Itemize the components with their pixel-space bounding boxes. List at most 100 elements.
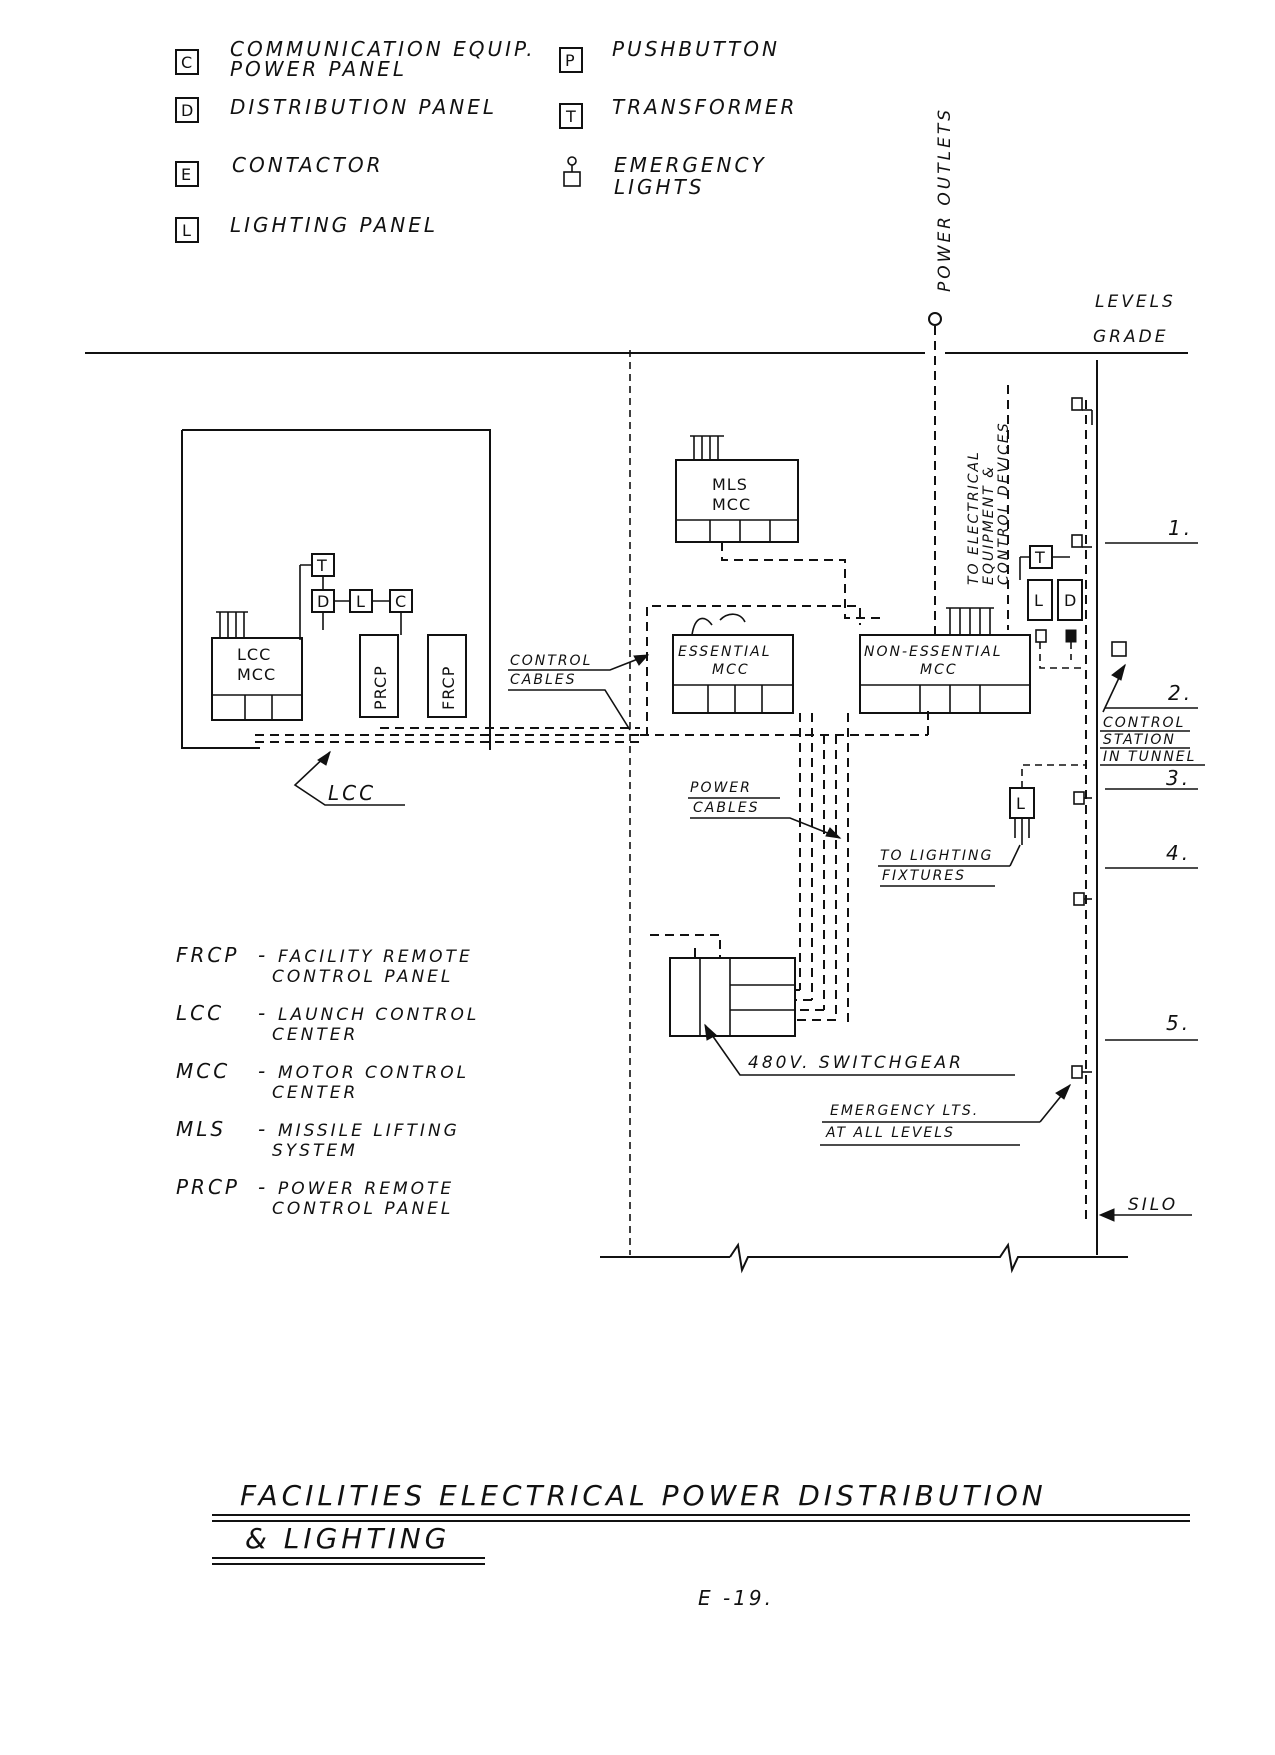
abbr-sep: -	[258, 1175, 268, 1199]
legend-box-c	[175, 49, 199, 75]
power-outlets-label: POWER OUTLETS	[935, 107, 955, 292]
silo-transformer-lines	[1019, 556, 1070, 580]
power-cables	[795, 713, 849, 1028]
to-lighting-pointer	[1009, 844, 1021, 867]
switchgear-pointer	[704, 1024, 1015, 1076]
legend-code-c: C	[181, 53, 193, 72]
legend-box-t	[559, 103, 583, 129]
legend-code-p: P	[565, 51, 576, 70]
lcc-mcc-box	[211, 637, 303, 721]
emergency-light-icon	[1073, 791, 1092, 805]
figure-number: E -19.	[698, 1586, 774, 1610]
emergency-light-icon	[563, 156, 581, 187]
legend-code-e: E	[181, 165, 192, 184]
abbr-code: MLS	[176, 1117, 226, 1141]
lcc-panel-connections	[299, 564, 402, 640]
legend-label-t: TRANSFORMER	[612, 95, 797, 119]
arrow-icon	[633, 654, 650, 666]
contactor-icon-filled	[1065, 629, 1077, 643]
legend-code-d: D	[181, 101, 194, 120]
to-lighting-label: TO LIGHTING	[880, 848, 993, 864]
abbr-line2: CONTROL PANEL	[272, 967, 453, 987]
arrow-icon	[825, 827, 842, 839]
switchgear-box	[669, 957, 796, 1037]
silo-lighting-lower-label: L	[1016, 794, 1026, 813]
nonessential-mcc: NON-ESSENTIAL MCC	[859, 607, 1031, 714]
nonessential-mcc-box	[859, 634, 1031, 714]
abbreviations: FRCP - FACILITY REMOTE CONTROL PANEL LCC…	[176, 943, 476, 1219]
mls-mcc: MLS MCC	[675, 435, 799, 543]
nonessential-mcc-feeders	[946, 607, 994, 635]
prcp-label: PRCP	[371, 665, 390, 710]
mls-mcc-label-2: MCC	[712, 495, 751, 514]
legend-box-d	[175, 97, 199, 123]
essential-loop	[646, 605, 861, 736]
arrow-icon	[1055, 1083, 1072, 1100]
contactor-icon	[1035, 629, 1047, 643]
pushbutton-icon	[1111, 641, 1127, 657]
essential-mcc-label: ESSENTIAL	[678, 644, 772, 660]
legend-label-p: PUSHBUTTON	[612, 37, 780, 61]
essential-mcc: ESSENTIAL MCC	[672, 613, 794, 714]
abbr-line1: POWER REMOTE	[278, 1179, 454, 1199]
abbr-code: MCC	[176, 1059, 230, 1083]
legend-label-e: CONTACTOR	[232, 153, 384, 177]
legend-label-d: DISTRIBUTION PANEL	[230, 95, 497, 119]
emergency-lts-label-2: AT ALL LEVELS	[825, 1125, 955, 1141]
prcp-panel	[359, 634, 399, 718]
level-label: 3.	[1166, 766, 1191, 790]
lcc-comm-label: C	[395, 592, 407, 611]
abbr-line2: SYSTEM	[272, 1141, 358, 1161]
title-block: FACILITIES ELECTRICAL POWER DISTRIBUTION…	[212, 1479, 1190, 1610]
title-underline	[212, 1514, 1190, 1522]
control-station-underline	[1100, 730, 1205, 766]
level-label: 2.	[1168, 681, 1193, 705]
lcc-mcc-feeders	[216, 611, 248, 638]
essential-mcc-box	[672, 634, 794, 714]
emergency-light-icon	[1071, 397, 1093, 425]
abbr-sep: -	[258, 1059, 268, 1083]
mls-to-nonessential-cable	[721, 542, 880, 619]
arrow-icon	[1111, 663, 1126, 681]
silo-distribution-label: D	[1064, 591, 1077, 610]
control-cables-label-2: CABLES	[510, 672, 577, 688]
silo-lighting-label: L	[1034, 591, 1044, 610]
abbr-line2: CONTROL PANEL	[272, 1199, 453, 1219]
power-cables-label: POWER	[690, 780, 752, 796]
break-symbol	[729, 1242, 1128, 1274]
lcc-outline	[181, 429, 491, 750]
control-cables-pointer	[508, 654, 649, 731]
control-cables-label: CONTROL	[510, 653, 592, 669]
lcc-mcc-label: LCC	[237, 645, 271, 664]
frcp-label: FRCP	[439, 666, 458, 710]
mls-mcc-box	[675, 459, 799, 543]
arrow-icon	[317, 750, 331, 766]
lighting-fixture-leads	[1014, 818, 1030, 845]
mls-mcc-label: MLS	[712, 475, 748, 494]
arrow-icon	[1098, 1208, 1115, 1222]
switchgear-feed	[650, 934, 721, 958]
lcc-mcc-label-2: MCC	[237, 665, 276, 684]
level-label: 5.	[1166, 1011, 1191, 1035]
control-station-label-2: STATION	[1103, 732, 1176, 748]
nonessential-mcc-label-2: MCC	[920, 662, 958, 678]
abbr-line1: MISSILE LIFTING	[278, 1121, 460, 1141]
level-label: 4.	[1166, 841, 1191, 865]
silo-lighting-panel	[1027, 579, 1053, 621]
abbr-sep: -	[258, 1001, 268, 1025]
silo-lighting-feed	[1021, 764, 1086, 788]
nonessential-mcc-label: NON-ESSENTIAL	[864, 644, 1003, 660]
abbr-line2: CENTER	[272, 1025, 358, 1045]
level-label: 1.	[1168, 516, 1193, 540]
to-lighting-label-2: FIXTURES	[882, 868, 966, 884]
emergency-light-icon	[1071, 1065, 1092, 1079]
silo-distribution-panel	[1057, 579, 1083, 621]
to-electrical-label-2: EQUIPMENT &	[981, 465, 997, 585]
control-station-label: CONTROL	[1103, 715, 1185, 731]
switchgear	[650, 934, 796, 1037]
title-line2: & LIGHTING	[245, 1522, 450, 1555]
legend-label-emergency-2: LIGHTS	[614, 175, 705, 199]
grade-label: GRADE	[1093, 327, 1168, 347]
title-line1: FACILITIES ELECTRICAL POWER DISTRIBUTION	[240, 1479, 1047, 1512]
frcp-panel	[427, 634, 467, 718]
